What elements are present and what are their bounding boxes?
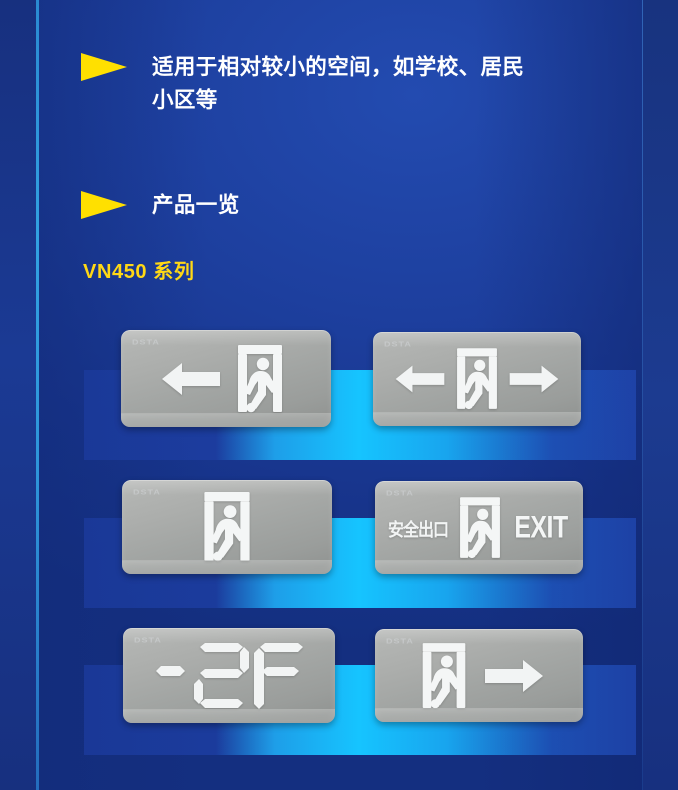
- brand-watermark: DSTA: [132, 338, 160, 346]
- sign-glyph-group: [122, 480, 332, 574]
- running-man-exit-icon: [413, 641, 475, 711]
- safety-exit-en-label: EXIT: [514, 509, 568, 545]
- sign-exit-only[interactable]: DSTA: [122, 480, 332, 574]
- sign-safety-exit-text[interactable]: DSTA 安全出口 EXIT: [375, 481, 583, 574]
- sign-floor-indicator[interactable]: DSTA: [123, 628, 335, 723]
- bullet-row-product-overview: 产品一览: [81, 189, 601, 222]
- running-man-exit-icon: [194, 490, 260, 564]
- running-man-exit-icon: [228, 343, 292, 415]
- safety-exit-cn-label: 安全出口: [387, 520, 449, 541]
- sign-bottom-lip: [375, 708, 583, 722]
- sign-glyph-group: [121, 330, 331, 427]
- sign-bidirectional-exit[interactable]: DSTA: [373, 332, 581, 426]
- bullet-text-product-overview: 产品一览: [152, 193, 240, 217]
- brand-watermark: DSTA: [134, 636, 162, 644]
- triangle-right-icon: [81, 53, 127, 81]
- brand-watermark: DSTA: [386, 489, 414, 497]
- floor-indicator-glyph: [156, 642, 303, 709]
- sign-bottom-lip: [122, 560, 332, 574]
- sign-bottom-lip: [375, 560, 583, 574]
- running-man-exit-icon: [448, 346, 506, 412]
- left-margin-band: [0, 0, 36, 790]
- brand-watermark: DSTA: [386, 637, 414, 645]
- right-margin-band: [643, 0, 678, 790]
- sign-glyph-group: 安全出口 EXIT: [375, 481, 583, 574]
- sign-bottom-lip: [373, 412, 581, 426]
- arrow-right-icon: [509, 365, 559, 393]
- bullet-text-description: 适用于相对较小的空间，如学校、居民 小区等: [152, 55, 525, 112]
- triangle-right-icon: [81, 191, 127, 219]
- brand-watermark: DSTA: [133, 488, 161, 496]
- running-man-exit-icon: [451, 495, 509, 561]
- sign-glyph-group: [375, 629, 583, 722]
- arrow-left-icon: [395, 365, 445, 393]
- sign-right-arrow-exit[interactable]: DSTA: [375, 629, 583, 722]
- bullet-row-description: 适用于相对较小的空间，如学校、居民 小区等: [81, 51, 601, 117]
- arrow-right-icon: [485, 659, 543, 692]
- sign-glyph-group: [373, 332, 581, 426]
- series-label: VN450 系列: [83, 261, 195, 283]
- sign-bottom-lip: [121, 413, 331, 427]
- brand-watermark: DSTA: [384, 340, 412, 348]
- left-accent-line: [36, 0, 39, 790]
- sign-bottom-lip: [123, 709, 335, 723]
- arrow-left-icon: [162, 362, 220, 395]
- sign-glyph-group: [123, 628, 335, 723]
- sign-left-arrow-exit[interactable]: DSTA: [121, 330, 331, 427]
